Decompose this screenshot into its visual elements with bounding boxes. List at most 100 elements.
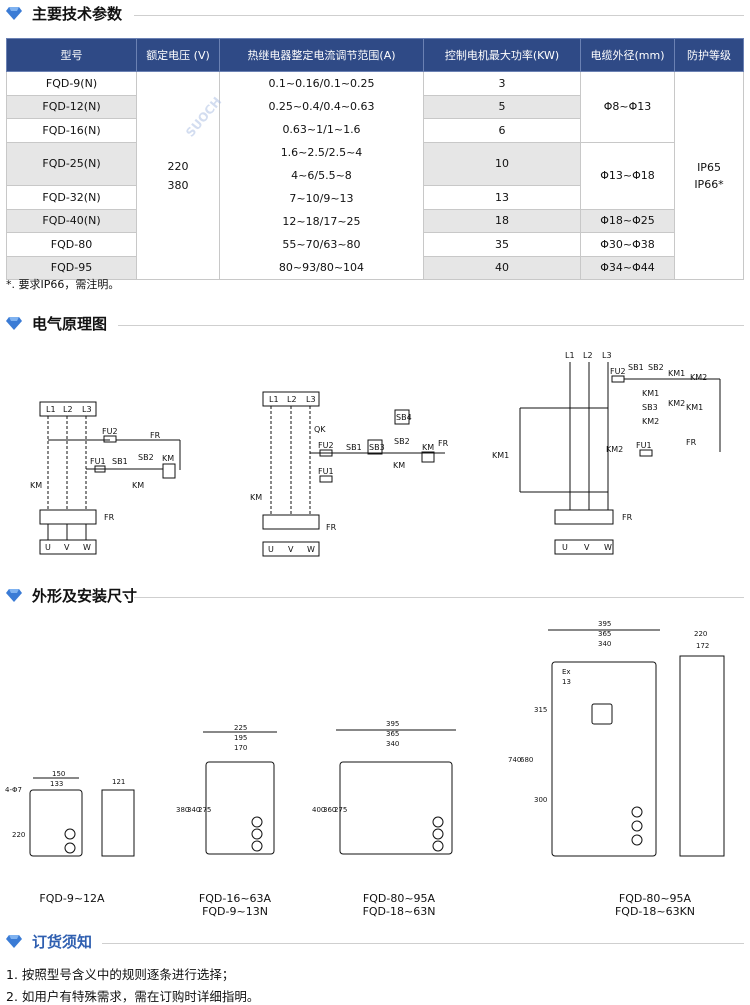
svg-text:150: 150 bbox=[52, 770, 65, 778]
section-header-ordering: 订货须知 bbox=[6, 930, 744, 954]
svg-text:KM: KM bbox=[250, 493, 262, 502]
svg-text:340: 340 bbox=[598, 640, 611, 648]
svg-text:L1: L1 bbox=[565, 351, 575, 360]
diamond-icon bbox=[6, 935, 22, 948]
svg-text:13: 13 bbox=[562, 678, 571, 686]
svg-text:FR: FR bbox=[686, 438, 697, 447]
current-value: 0.25~0.4/0.4~0.63 bbox=[268, 100, 375, 113]
svg-text:U: U bbox=[45, 543, 51, 552]
caption-line: FQD-9~13N bbox=[202, 905, 268, 918]
svg-text:380: 380 bbox=[176, 806, 189, 814]
svg-text:KM1: KM1 bbox=[492, 451, 509, 460]
caption-line: FQD-9~12A bbox=[39, 892, 105, 905]
svg-text:Ex: Ex bbox=[562, 668, 571, 676]
svg-text:4-Φ7: 4-Φ7 bbox=[5, 786, 22, 794]
model-cell: FQD-9(N) bbox=[6, 71, 137, 96]
svg-text:FR: FR bbox=[150, 431, 161, 440]
current-value: 4~6/5.5~8 bbox=[291, 169, 352, 182]
svg-text:U: U bbox=[562, 543, 568, 552]
svg-text:220: 220 bbox=[12, 831, 25, 839]
svg-text:SB1: SB1 bbox=[628, 363, 644, 372]
svg-text:FR: FR bbox=[622, 513, 633, 522]
svg-text:KM1: KM1 bbox=[642, 389, 659, 398]
svg-text:680: 680 bbox=[520, 756, 533, 764]
section-header-dimensions: 外形及安装尺寸 bbox=[6, 584, 744, 608]
col-header-current: 热继电器整定电流调节范围(A) bbox=[219, 38, 424, 72]
model-cell: FQD-12(N) bbox=[6, 94, 137, 119]
current-value: 0.1~0.16/0.1~0.25 bbox=[268, 77, 375, 90]
order-note-2: 2. 如用户有特殊需求，需在订购时详细指明。 bbox=[6, 989, 260, 1004]
order-note-1: 1. 按照型号含义中的规则逐条进行选择； bbox=[6, 967, 235, 982]
spec-table: 型号 额定电压 (V) 热继电器整定电流调节范围(A) 控制电机最大功率(KW)… bbox=[6, 38, 744, 280]
voltage-220: 220 bbox=[167, 159, 189, 173]
svg-text:V: V bbox=[288, 545, 294, 554]
svg-text:FR: FR bbox=[326, 523, 337, 532]
section-header-params: 主要技术参数 bbox=[6, 2, 744, 26]
col-header-cable: 电缆外径(mm) bbox=[580, 38, 675, 72]
svg-text:395: 395 bbox=[598, 620, 611, 628]
power-cell: 40 bbox=[423, 255, 581, 280]
table-footnote: *. 要求IP66，需注明。 bbox=[6, 278, 120, 291]
svg-text:L1: L1 bbox=[269, 395, 279, 404]
svg-text:FU1: FU1 bbox=[636, 441, 652, 450]
svg-text:SB4: SB4 bbox=[396, 413, 412, 422]
power-cell: 13 bbox=[423, 185, 581, 210]
current-value: 0.63~1/1~1.6 bbox=[282, 123, 361, 136]
svg-text:340: 340 bbox=[386, 740, 399, 748]
svg-text:FR: FR bbox=[104, 513, 115, 522]
svg-text:SB3: SB3 bbox=[642, 403, 658, 412]
voltage-380: 380 bbox=[167, 178, 189, 192]
svg-text:225: 225 bbox=[234, 724, 247, 732]
svg-text:FR: FR bbox=[438, 439, 449, 448]
power-cell: 6 bbox=[423, 118, 581, 143]
current-value: 7~10/9~13 bbox=[289, 192, 354, 205]
svg-text:KM: KM bbox=[132, 481, 144, 490]
svg-text:L1: L1 bbox=[46, 405, 56, 414]
section-title: 主要技术参数 bbox=[32, 5, 123, 23]
enclosure-drawing-small: 4-Φ7 150 133 220 121 bbox=[5, 770, 135, 857]
svg-text:275: 275 bbox=[198, 806, 211, 814]
voltage-cell: 220 380 bbox=[136, 71, 220, 280]
svg-text:400: 400 bbox=[312, 806, 325, 814]
dimension-drawings: 4-Φ7 150 133 220 121 225 195 170 380 340… bbox=[5, 620, 725, 857]
svg-text:195: 195 bbox=[234, 734, 247, 742]
svg-text:KM: KM bbox=[422, 443, 434, 452]
section-title: 外形及安装尺寸 bbox=[32, 587, 138, 605]
svg-text:275: 275 bbox=[334, 806, 347, 814]
diamond-icon bbox=[6, 589, 22, 602]
power-cell: 5 bbox=[423, 94, 581, 119]
protection-ip66: IP66* bbox=[694, 177, 724, 191]
svg-text:W: W bbox=[604, 543, 612, 552]
svg-text:121: 121 bbox=[112, 778, 125, 786]
svg-text:SB1: SB1 bbox=[112, 457, 128, 466]
model-cell: FQD-80 bbox=[6, 232, 137, 257]
svg-text:365: 365 bbox=[598, 630, 611, 638]
enclosure-drawing-xlarge: 395 365 340 Ex 13 740 680 315 300 220 17… bbox=[508, 620, 725, 857]
svg-text:KM1: KM1 bbox=[668, 369, 685, 378]
svg-text:SB2: SB2 bbox=[138, 453, 154, 462]
caption-drawing-1: FQD-9~12A bbox=[32, 892, 112, 905]
diamond-icon bbox=[6, 7, 22, 20]
col-header-power: 控制电机最大功率(KW) bbox=[423, 38, 581, 72]
svg-text:SB3: SB3 bbox=[369, 443, 385, 452]
svg-text:KM: KM bbox=[162, 454, 174, 463]
svg-text:U: U bbox=[268, 545, 274, 554]
power-cell: 3 bbox=[423, 71, 581, 96]
col-header-voltage: 额定电压 (V) bbox=[136, 38, 220, 72]
svg-text:KM2: KM2 bbox=[642, 417, 659, 426]
svg-text:170: 170 bbox=[234, 744, 247, 752]
current-value: 80~93/80~104 bbox=[278, 261, 365, 274]
svg-text:KM2: KM2 bbox=[606, 445, 623, 454]
power-cell: 35 bbox=[423, 232, 581, 257]
col-header-model: 型号 bbox=[6, 38, 137, 72]
svg-text:L3: L3 bbox=[602, 351, 612, 360]
section-header-circuit: 电气原理图 bbox=[6, 312, 744, 336]
svg-text:QK: QK bbox=[314, 425, 326, 434]
model-cell: FQD-95 bbox=[6, 255, 137, 280]
power-cell: 10 bbox=[423, 141, 581, 186]
power-cell: 18 bbox=[423, 208, 581, 233]
svg-text:172: 172 bbox=[696, 642, 709, 650]
